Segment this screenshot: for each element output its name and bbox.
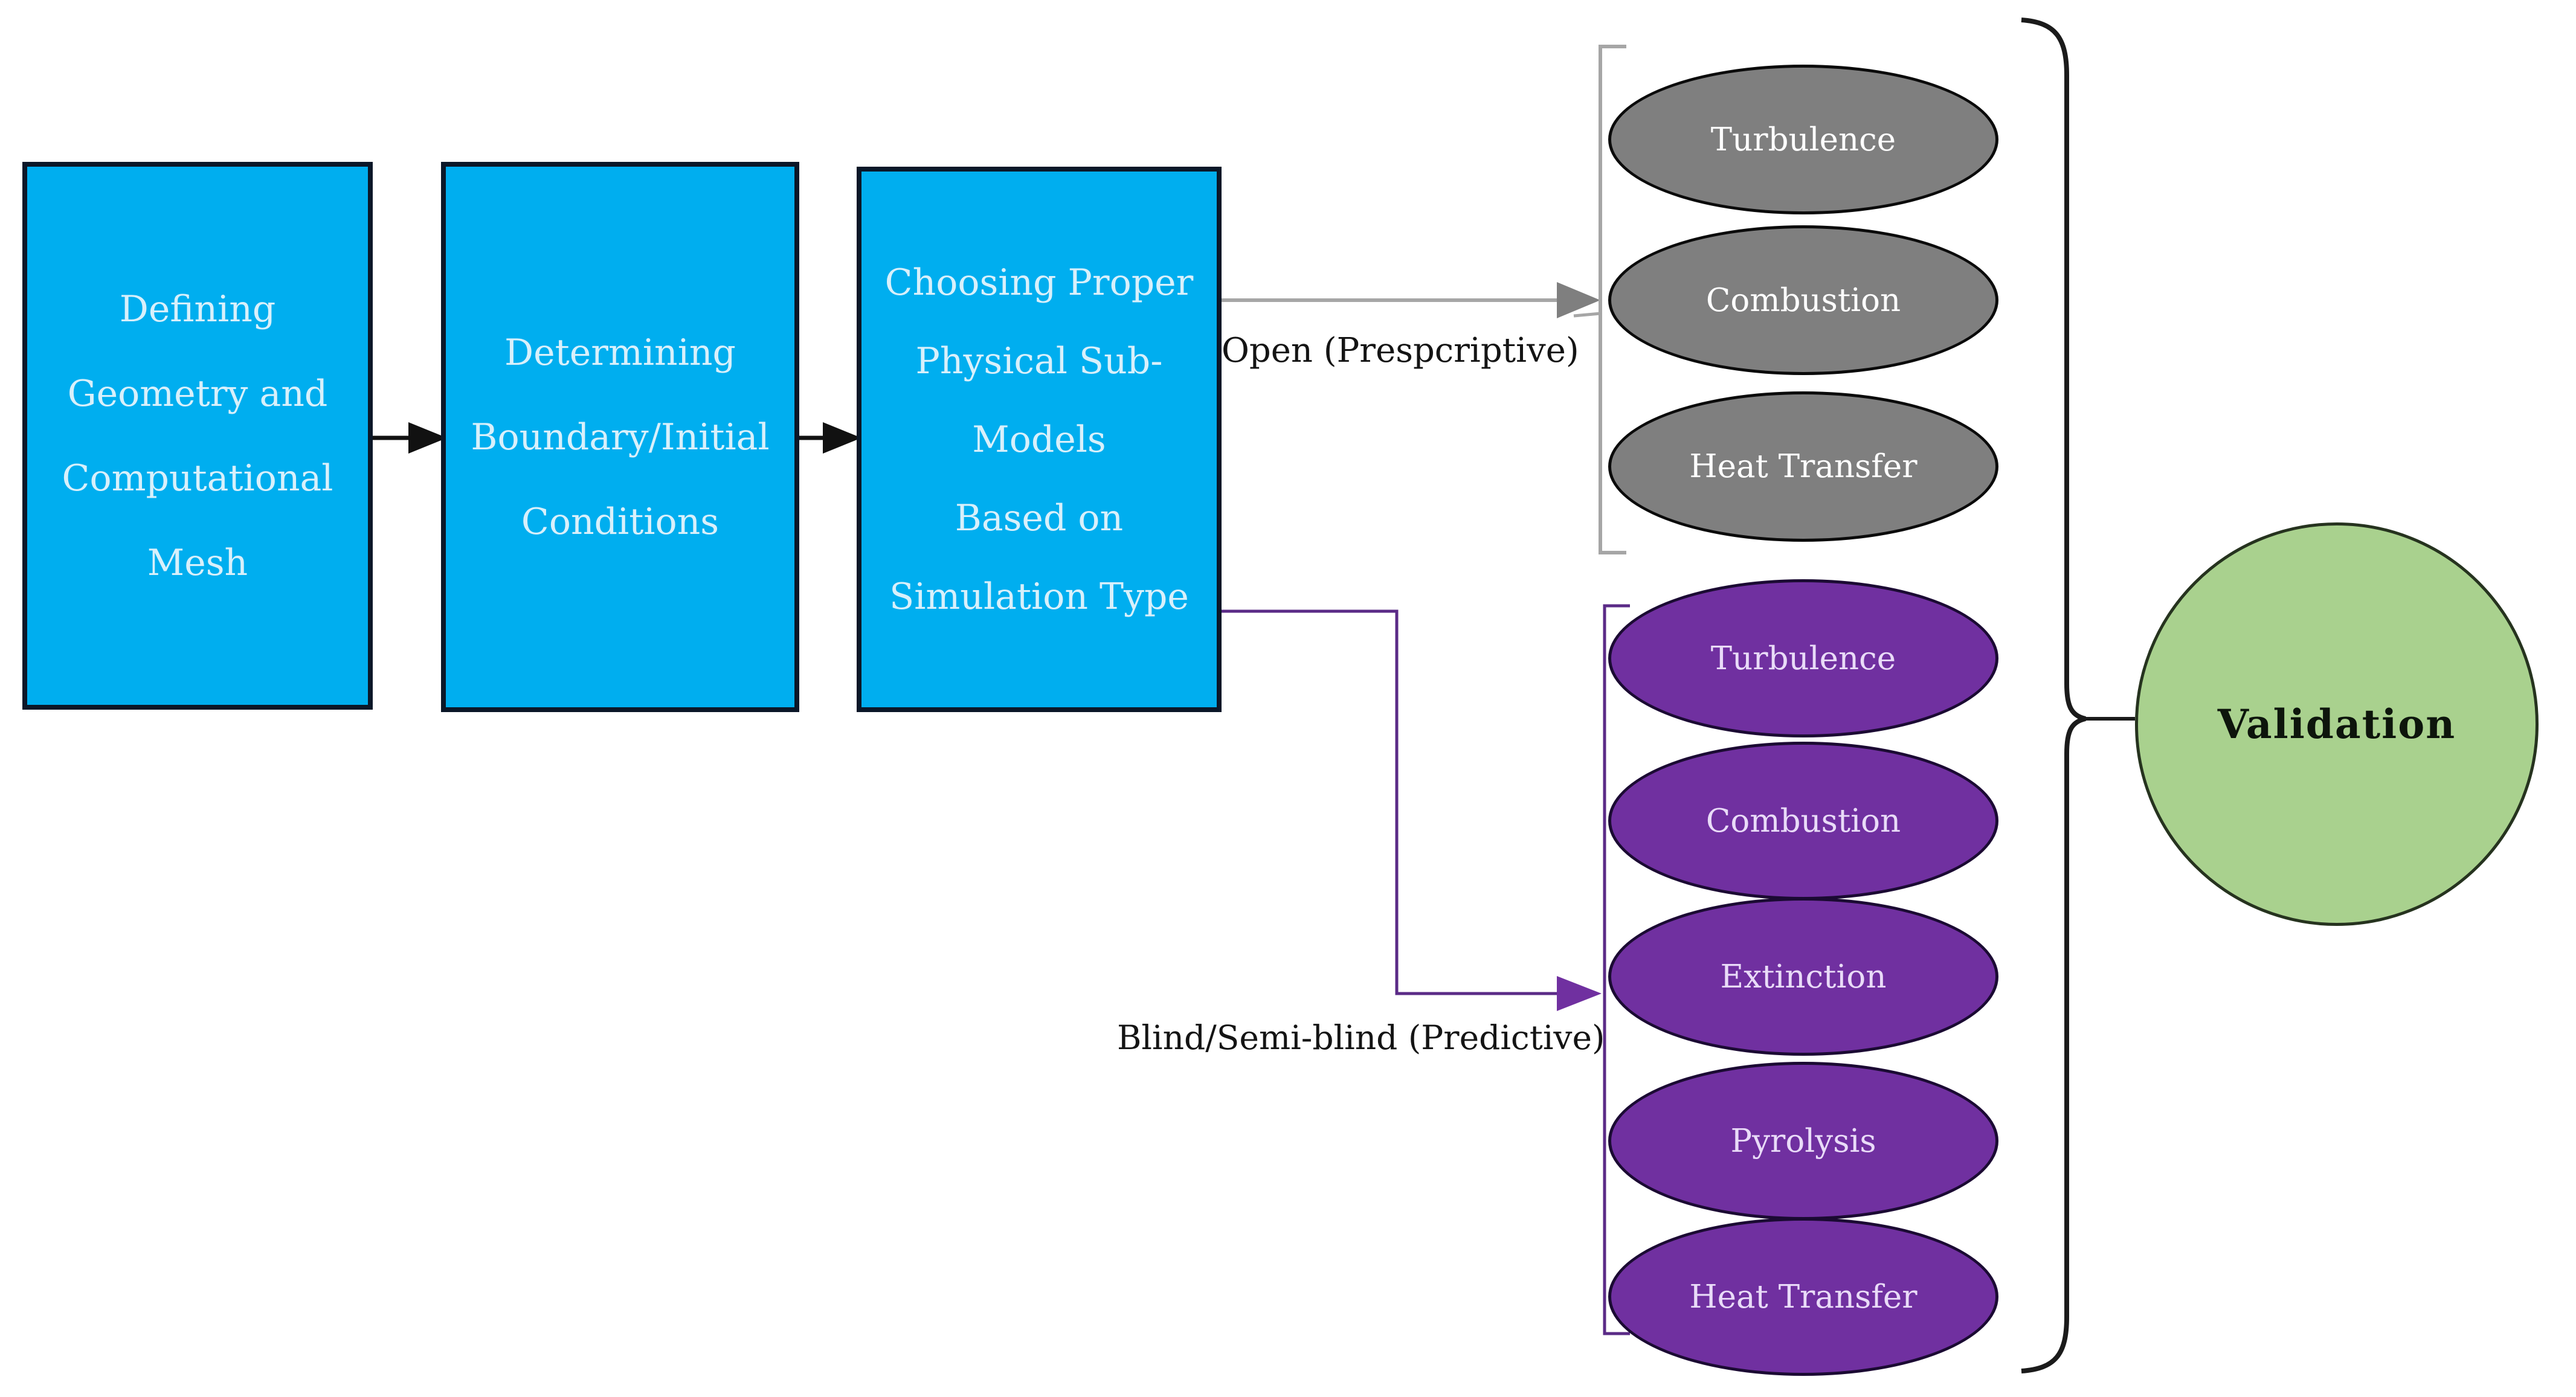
blind-branch-bracket: [1603, 604, 1630, 1335]
blind-model-heat-transfer: Heat Transfer: [1608, 1218, 1998, 1376]
open-branch-arrow: [1222, 282, 1600, 318]
blind-model-pyrolysis: Pyrolysis: [1608, 1062, 1998, 1220]
blind-model-combustion: Combustion: [1608, 742, 1998, 900]
open-model-turbulence: Turbulence: [1608, 65, 1998, 214]
validation-brace: [2021, 18, 2135, 1373]
arrow-step1-step2: [373, 422, 447, 454]
validation-circle: Validation: [2135, 522, 2539, 926]
open-model-combustion: Combustion: [1608, 225, 1998, 375]
arrow-step2-step3: [799, 422, 861, 454]
blind-model-turbulence: Turbulence: [1608, 579, 1998, 737]
step-box-submodels: Choosing Proper Physical Sub- Models Bas…: [857, 167, 1222, 712]
open-branch-label: Open (Prespcriptive): [1222, 331, 1579, 370]
step-box-boundary-conditions: Determining Boundary/Initial Conditions: [441, 162, 799, 712]
blind-model-extinction: Extinction: [1608, 898, 1998, 1056]
open-branch-bracket: [1573, 45, 1626, 554]
step-box-geometry-mesh: Defining Geometry and Computational Mesh: [22, 162, 373, 710]
blind-branch-label: Blind/Semi-blind (Predictive): [1117, 1018, 1605, 1057]
blind-branch-arrow: [1221, 609, 1602, 1011]
open-model-heat-transfer: Heat Transfer: [1608, 391, 1998, 542]
